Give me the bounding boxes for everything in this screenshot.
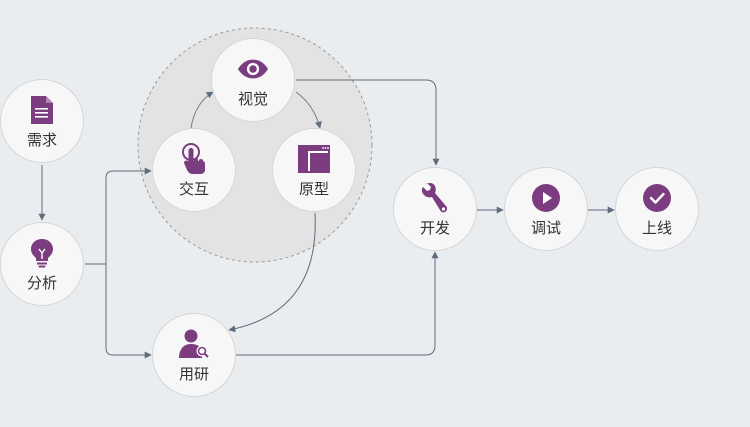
- node-label: 用研: [178, 365, 209, 383]
- node-xuqiu[interactable]: 需求: [0, 79, 84, 163]
- connector-shijue-kaifa: [296, 79, 440, 166]
- eye-icon: [237, 53, 269, 85]
- lightbulb-icon: [26, 237, 58, 269]
- hand-pointer-icon: [178, 143, 210, 175]
- node-tiaoshi[interactable]: 调试: [504, 167, 588, 251]
- node-yuanxing[interactable]: 原型: [272, 128, 356, 212]
- window-icon: [298, 143, 330, 175]
- node-label: 调试: [530, 219, 561, 237]
- arc-jiaohu-shijue: [190, 91, 214, 129]
- node-shijue[interactable]: 视觉: [211, 38, 295, 122]
- user-search-icon: [178, 328, 210, 360]
- play-icon: [530, 182, 562, 214]
- node-label: 开发: [419, 219, 450, 237]
- connector-branch-yongyan: [105, 264, 152, 359]
- wrench-icon: [419, 182, 451, 214]
- node-label: 分析: [26, 274, 57, 292]
- node-shangxian[interactable]: 上线: [615, 167, 699, 251]
- connector-yuanxing-yongyan: [228, 212, 316, 333]
- node-label: 视觉: [237, 90, 268, 108]
- node-label: 交互: [178, 180, 209, 198]
- node-label: 需求: [26, 131, 57, 149]
- node-jiaohu[interactable]: 交互: [152, 128, 236, 212]
- document-icon: [26, 94, 58, 126]
- node-label: 原型: [298, 180, 329, 198]
- node-kaifa[interactable]: 开发: [393, 167, 477, 251]
- check-icon: [641, 182, 673, 214]
- node-fenxi[interactable]: 分析: [0, 222, 84, 306]
- connector-yongyan-kaifa: [236, 251, 439, 356]
- node-label: 上线: [641, 219, 672, 237]
- connector-branch-jiaohu: [105, 167, 152, 264]
- arc-shijue-yuanxing: [295, 91, 322, 129]
- node-yongyan[interactable]: 用研: [152, 313, 236, 397]
